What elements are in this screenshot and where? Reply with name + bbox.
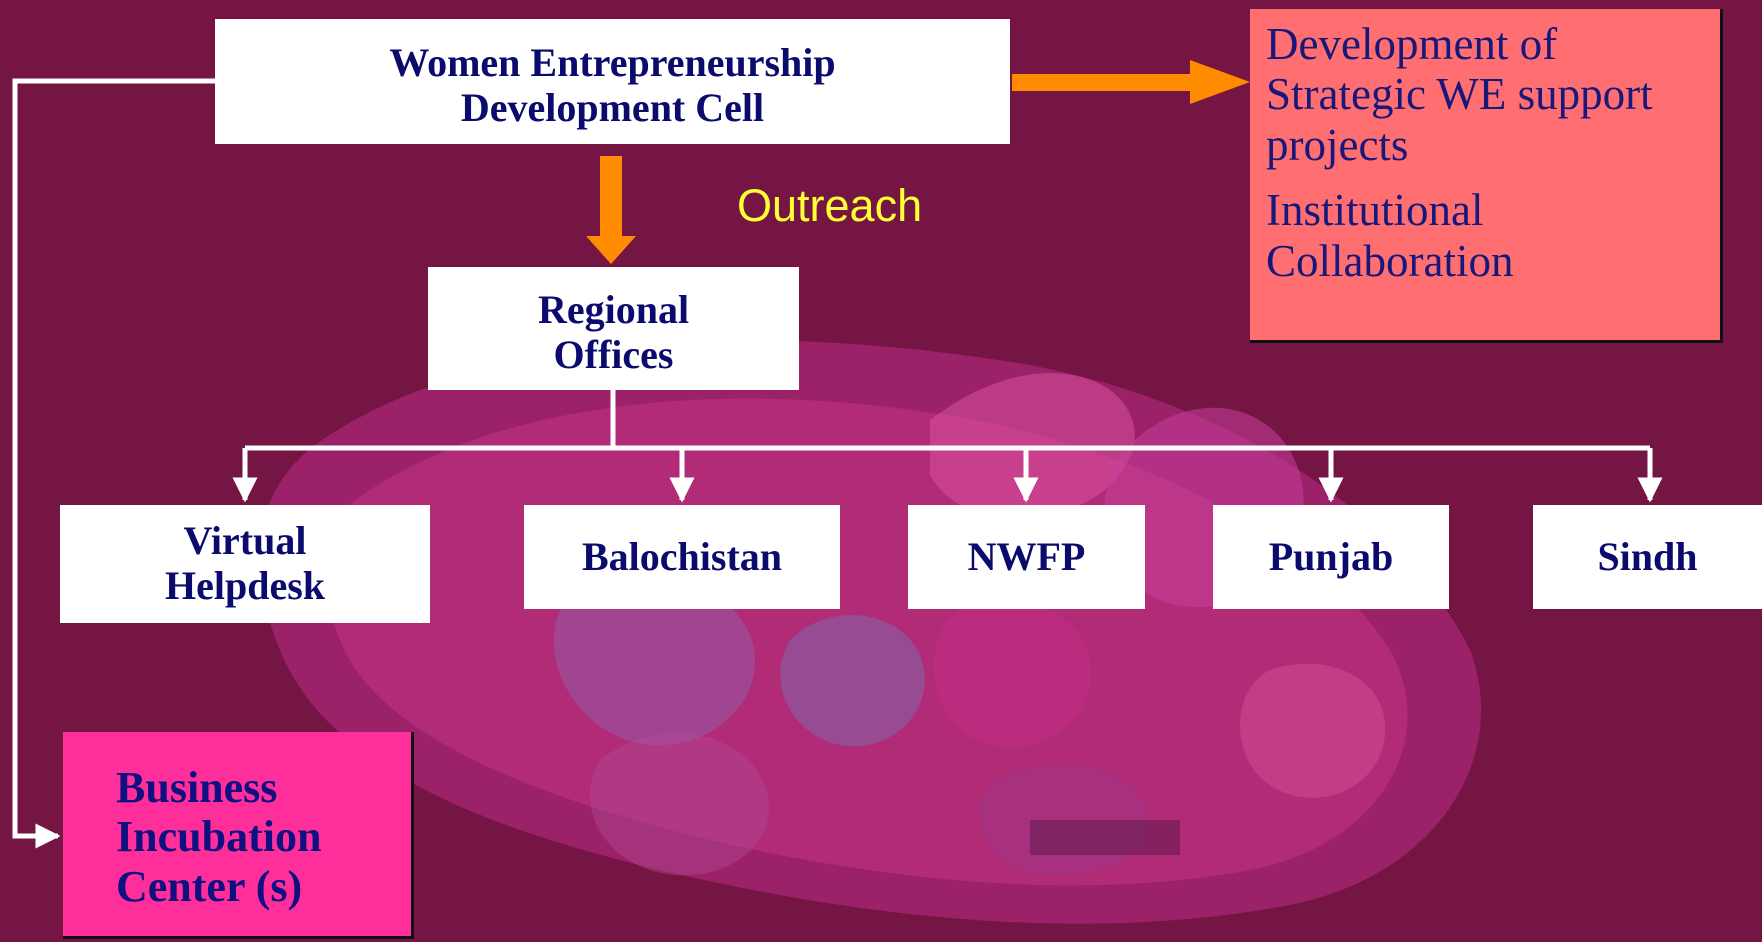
women-entrepreneurship-development-cell-box: Women Entrepreneurship Development Cell xyxy=(215,19,1010,144)
balochistan-label: Balochistan xyxy=(581,533,783,579)
regional-offices-box: Regional Offices xyxy=(428,267,799,390)
virtual-helpdesk-label: Virtual Helpdesk xyxy=(164,518,326,608)
nwfp-label: NWFP xyxy=(967,533,1086,579)
strategic-item-2: Institutional Collaboration xyxy=(1266,185,1514,286)
punjab-box: Punjab xyxy=(1213,505,1449,609)
business-incubation-center-box: Business Incubation Center (s) xyxy=(63,732,414,939)
punjab-label: Punjab xyxy=(1268,533,1394,579)
outreach-label: Outreach xyxy=(737,180,923,231)
regional-offices-label: Regional Offices xyxy=(537,286,690,377)
business-incubation-center-label: Business Incubation Center (s) xyxy=(116,763,322,911)
balochistan-box: Balochistan xyxy=(524,505,840,609)
virtual-helpdesk-box: Virtual Helpdesk xyxy=(60,505,430,623)
women-entrepreneurship-development-cell-label: Women Entrepreneurship Development Cell xyxy=(389,39,836,130)
strategic-support-box: Development of Strategic WE support proj… xyxy=(1250,9,1723,343)
sindh-box: Sindh xyxy=(1533,505,1762,609)
strategic-item-1: Development of Strategic WE support proj… xyxy=(1266,19,1653,170)
nwfp-box: NWFP xyxy=(908,505,1145,609)
sindh-label: Sindh xyxy=(1597,533,1698,579)
